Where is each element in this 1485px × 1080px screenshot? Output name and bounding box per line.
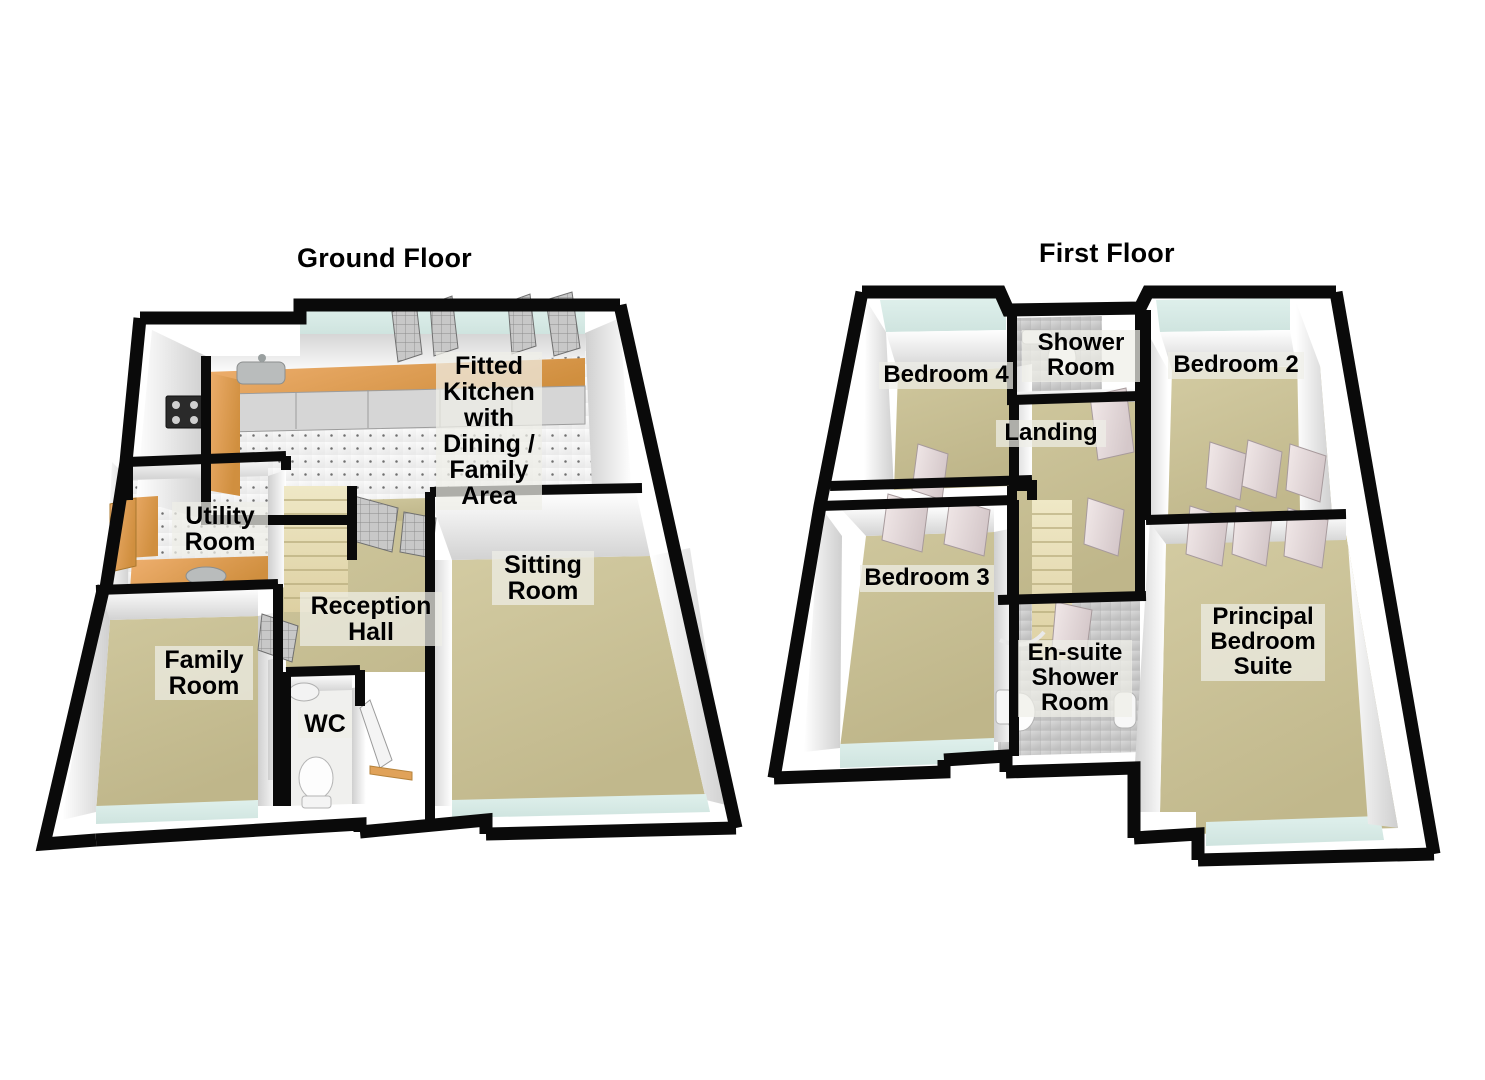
kitchen-worktop-left <box>206 372 240 496</box>
principal-window-glazing <box>1206 816 1384 846</box>
ground-floor-title: Ground Floor <box>297 243 472 273</box>
room-label-wc: WC <box>298 710 352 738</box>
room-label-sitting-room: Sitting Room <box>492 551 594 605</box>
utility-right-wall <box>268 470 286 588</box>
family-room-bay-glass <box>96 800 258 824</box>
first-internal-walls <box>819 310 1347 756</box>
room-label-kitchen: Fitted Kitchen with Dining / Family Area <box>436 352 542 510</box>
room-label-landing: Landing <box>996 420 1106 447</box>
front-door-threshold <box>369 765 413 781</box>
hob-burners-icon <box>172 401 198 424</box>
landing-door-b <box>1083 497 1125 557</box>
sink-tap-icon <box>258 354 266 362</box>
ground-floor-plan <box>35 291 743 852</box>
kitchen-sink <box>236 361 286 385</box>
principal-wardrobe-door-1 <box>1205 441 1247 501</box>
room-label-bedroom-4: Bedroom 4 <box>879 362 1013 389</box>
room-label-bedroom-2: Bedroom 2 <box>1168 352 1304 379</box>
room-label-family-room: Family Room <box>155 646 253 700</box>
room-label-shower-room: Shower Room <box>1022 330 1140 382</box>
bedroom4-rear-wall <box>886 330 1010 372</box>
kitchen-hob <box>165 395 205 429</box>
sitting-room-floor <box>452 556 706 806</box>
room-label-ensuite-shower-room: En-suite Shower Room <box>1018 640 1132 717</box>
ground-internal-walls <box>95 356 643 820</box>
first-outer-walls <box>767 285 1441 867</box>
wc-basin <box>288 682 320 702</box>
bedroom3-left-wall <box>804 506 842 752</box>
kitchen-back-wall <box>206 333 585 376</box>
bedroom4-door <box>911 443 949 501</box>
principal-left-wall <box>1132 520 1166 812</box>
family-room-top-wall <box>96 588 258 620</box>
room-label-utility-room: Utility Room <box>172 502 268 556</box>
family-room-left-wall <box>62 592 110 820</box>
principal-wardrobe-door-2 <box>1241 439 1283 499</box>
first-floor-plan <box>767 285 1441 867</box>
room-label-bedroom-3: Bedroom 3 <box>860 565 994 592</box>
wc-fittings <box>288 682 334 809</box>
principal-right-wall <box>1346 516 1398 828</box>
bedroom2-window-glazing <box>1156 298 1290 332</box>
bedroom4-window-glazing <box>880 298 1006 332</box>
kitchen-right-wall <box>585 318 632 500</box>
sitting-room-bay-glass <box>452 794 710 818</box>
principal-wardrobe-door-3 <box>1285 443 1327 503</box>
sitting-room-right-wall <box>650 548 730 806</box>
bedroom4-left-wall <box>864 300 894 490</box>
first-floor-title: First Floor <box>1039 238 1175 268</box>
room-label-reception-hall: Reception Hall <box>300 592 442 646</box>
room-label-principal-bedroom-suite: Principal Bedroom Suite <box>1201 604 1325 681</box>
